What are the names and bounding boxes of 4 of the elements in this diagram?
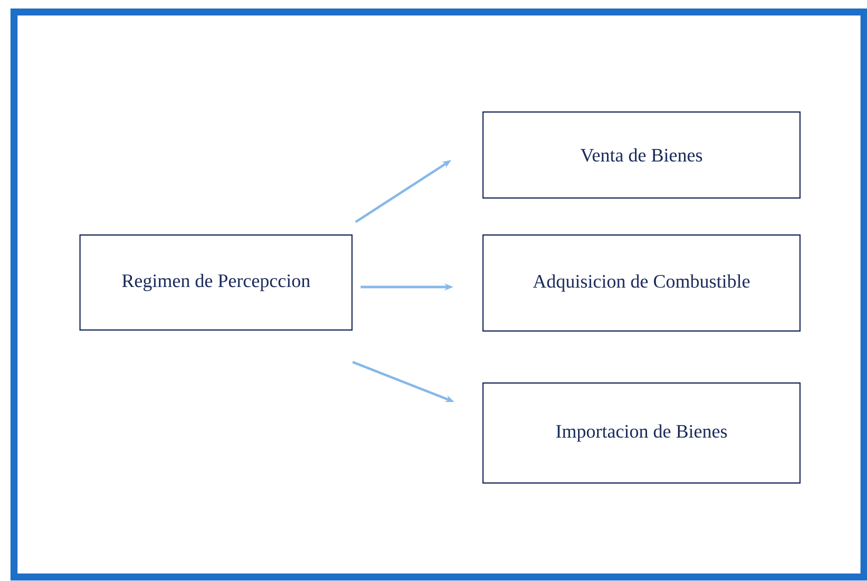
- process-box: Adquisicion de Combustible: [482, 234, 801, 332]
- process-box: Venta de Bienes: [482, 111, 801, 199]
- process-box: Importacion de Bienes: [482, 382, 801, 484]
- process-box: Regimen de Percepccion: [79, 234, 353, 331]
